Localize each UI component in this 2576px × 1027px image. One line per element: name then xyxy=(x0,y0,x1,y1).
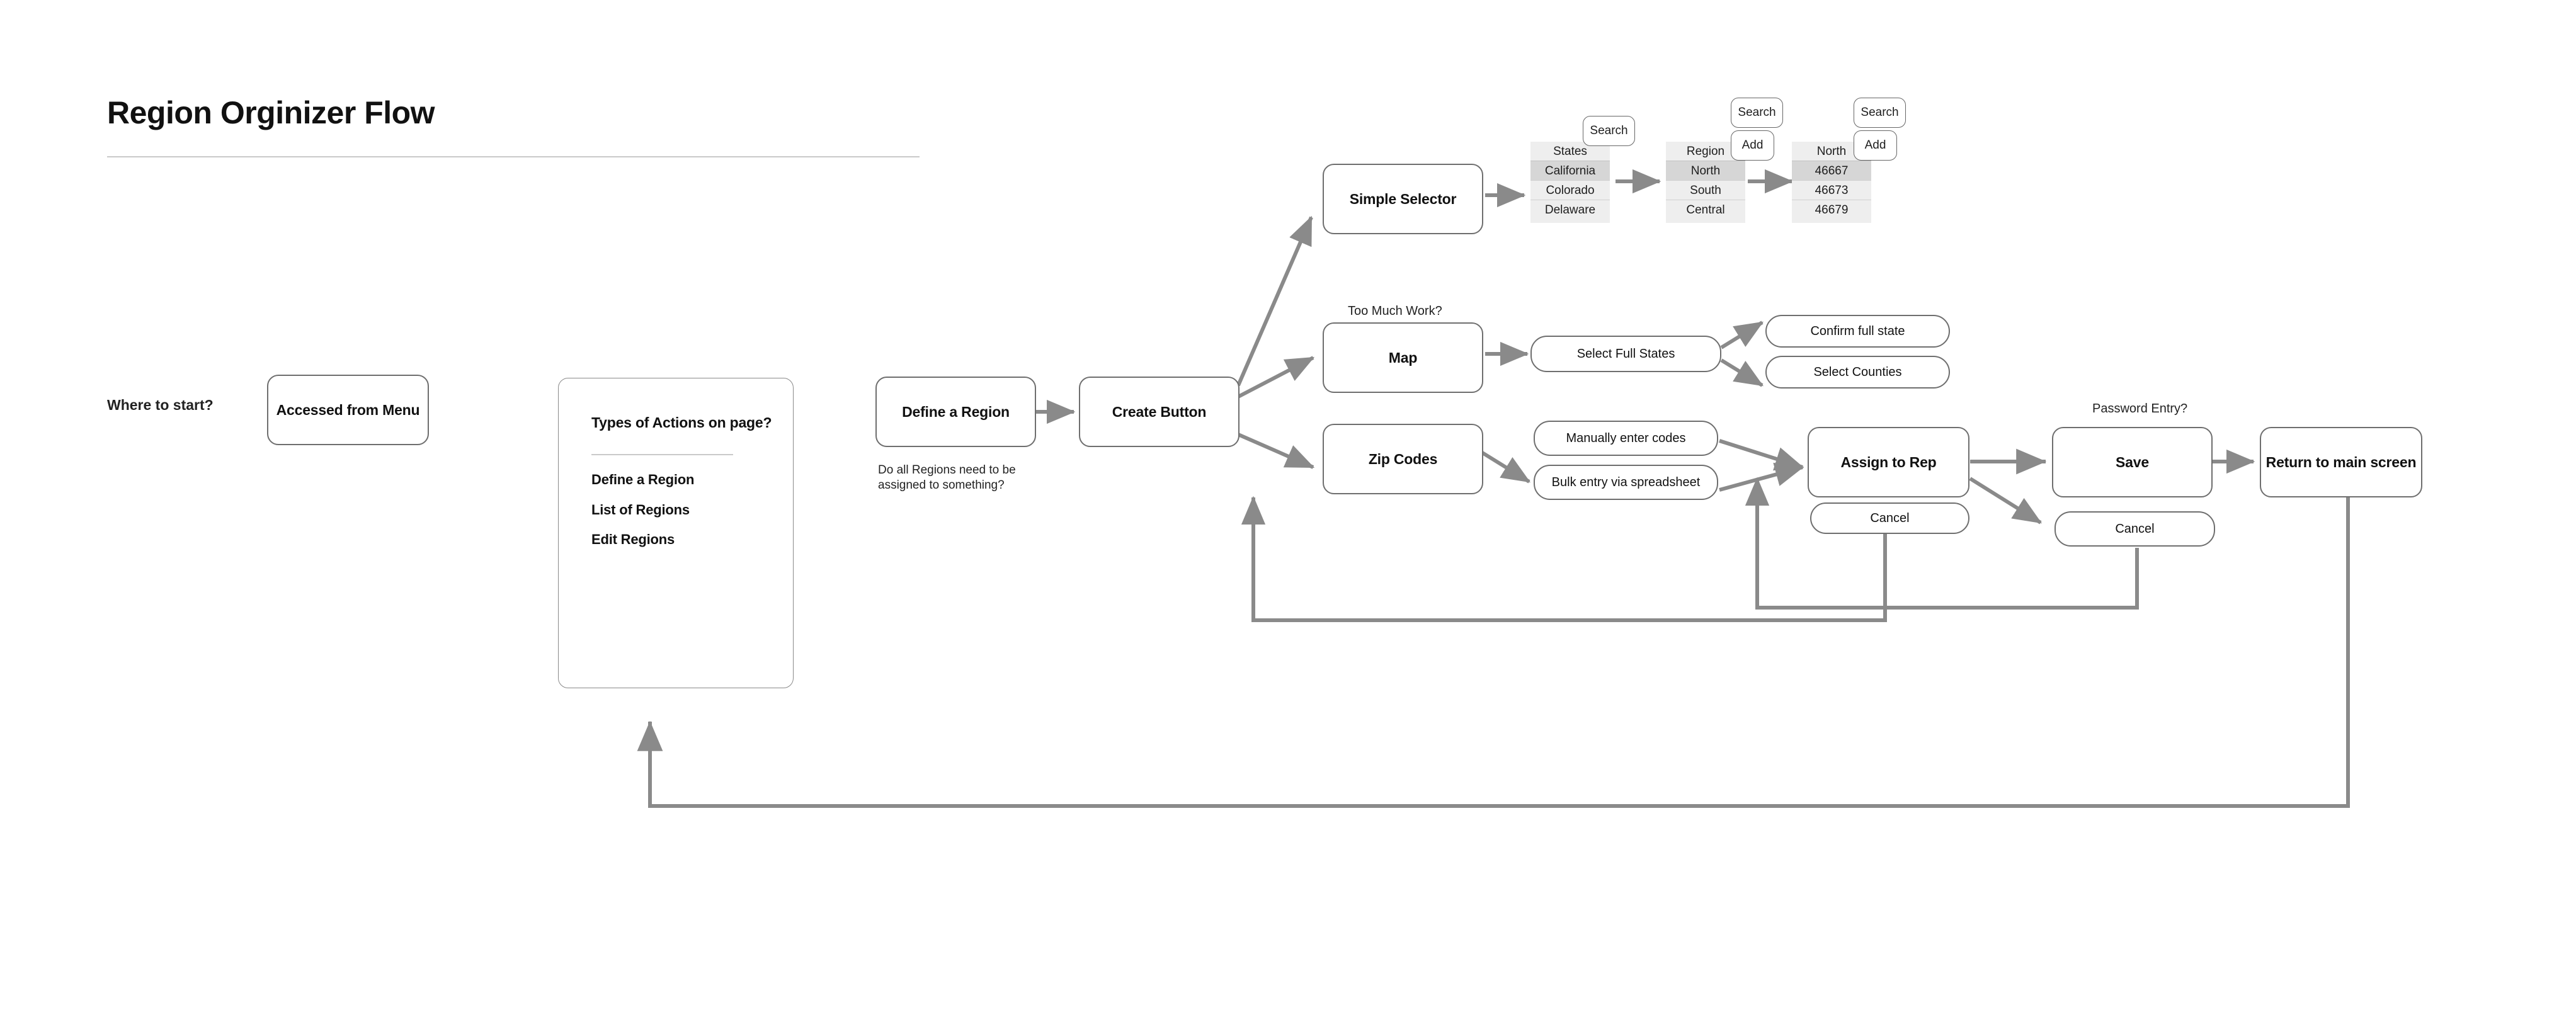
types-of-actions-title: Types of Actions on page? xyxy=(591,414,772,431)
node-assign-to-rep[interactable]: Assign to Rep xyxy=(1808,427,1969,497)
node-accessed-from-menu[interactable]: Accessed from Menu xyxy=(267,375,429,445)
zip-list-search-button[interactable]: Search xyxy=(1854,98,1906,128)
node-zip-codes[interactable]: Zip Codes xyxy=(1323,424,1483,494)
states-list-row-california[interactable]: California xyxy=(1530,161,1610,181)
password-entry-annotation: Password Entry? xyxy=(2092,402,2188,416)
region-list-row-south[interactable]: South xyxy=(1666,181,1745,200)
node-cancel-save[interactable]: Cancel xyxy=(2055,511,2215,547)
define-note-line-1: Do all Regions need to be xyxy=(878,463,1016,477)
zip-list[interactable]: North 46667 46673 46679 xyxy=(1792,142,1871,223)
types-of-actions-divider xyxy=(591,454,733,455)
node-map-label: Map xyxy=(1388,349,1418,366)
node-confirm-full-state[interactable]: Confirm full state xyxy=(1765,315,1950,348)
action-item-define-a-region[interactable]: Define a Region xyxy=(591,472,695,487)
node-manually-enter-codes-label: Manually enter codes xyxy=(1566,431,1686,445)
node-confirm-full-state-label: Confirm full state xyxy=(1810,324,1905,338)
region-list-search-button[interactable]: Search xyxy=(1731,98,1783,128)
too-much-work-annotation: Too Much Work? xyxy=(1348,304,1442,318)
states-list-search-button[interactable]: Search xyxy=(1583,116,1635,146)
node-assign-to-rep-label: Assign to Rep xyxy=(1840,453,1937,470)
define-note-line-2: assigned to something? xyxy=(878,478,1005,492)
region-list-row-north[interactable]: North xyxy=(1666,161,1745,181)
node-cancel-save-label: Cancel xyxy=(2115,521,2155,536)
title-divider xyxy=(107,156,920,157)
node-cancel-assign[interactable]: Cancel xyxy=(1810,502,1969,534)
region-list-add-button[interactable]: Add xyxy=(1731,130,1774,161)
node-zip-codes-label: Zip Codes xyxy=(1368,450,1438,467)
node-simple-selector[interactable]: Simple Selector xyxy=(1323,164,1483,234)
node-cancel-assign-label: Cancel xyxy=(1870,511,1910,525)
node-select-full-states-label: Select Full States xyxy=(1576,346,1675,361)
node-define-a-region-label: Define a Region xyxy=(902,403,1010,420)
zip-list-row-46667[interactable]: 46667 xyxy=(1792,161,1871,181)
action-item-edit-regions[interactable]: Edit Regions xyxy=(591,531,675,547)
page-title: Region Orginizer Flow xyxy=(107,95,435,130)
node-simple-selector-label: Simple Selector xyxy=(1349,190,1457,207)
zip-list-add-button[interactable]: Add xyxy=(1854,130,1897,161)
zip-list-row-46673[interactable]: 46673 xyxy=(1792,181,1871,200)
node-create-button-label: Create Button xyxy=(1112,403,1207,420)
states-list-row-colorado[interactable]: Colorado xyxy=(1530,181,1610,200)
states-list-row-delaware[interactable]: Delaware xyxy=(1530,200,1610,223)
node-map[interactable]: Map xyxy=(1323,322,1483,393)
node-save-label: Save xyxy=(2116,453,2149,470)
node-bulk-entry-spreadsheet[interactable]: Bulk entry via spreadsheet xyxy=(1534,465,1718,500)
node-define-a-region[interactable]: Define a Region xyxy=(875,377,1036,447)
action-item-list-of-regions[interactable]: List of Regions xyxy=(591,502,690,518)
states-list[interactable]: States California Colorado Delaware xyxy=(1530,142,1610,223)
node-select-counties[interactable]: Select Counties xyxy=(1765,356,1950,389)
node-manually-enter-codes[interactable]: Manually enter codes xyxy=(1534,421,1718,456)
zip-list-row-46679[interactable]: 46679 xyxy=(1792,200,1871,223)
node-select-counties-label: Select Counties xyxy=(1813,365,1902,379)
node-accessed-from-menu-label: Accessed from Menu xyxy=(276,401,420,418)
types-of-actions-panel[interactable]: Types of Actions on page? Define a Regio… xyxy=(558,378,794,688)
define-a-region-note: Do all Regions need to be assigned to so… xyxy=(878,463,1029,493)
node-return-to-main-screen[interactable]: Return to main screen xyxy=(2260,427,2422,497)
node-create-button[interactable]: Create Button xyxy=(1079,377,1240,447)
node-return-to-main-screen-label: Return to main screen xyxy=(2265,453,2417,470)
where-to-start-label: Where to start? xyxy=(107,397,214,413)
region-list-row-central[interactable]: Central xyxy=(1666,200,1745,223)
node-select-full-states[interactable]: Select Full States xyxy=(1530,336,1721,372)
node-bulk-entry-spreadsheet-label: Bulk entry via spreadsheet xyxy=(1551,475,1701,489)
node-save[interactable]: Save xyxy=(2052,427,2213,497)
